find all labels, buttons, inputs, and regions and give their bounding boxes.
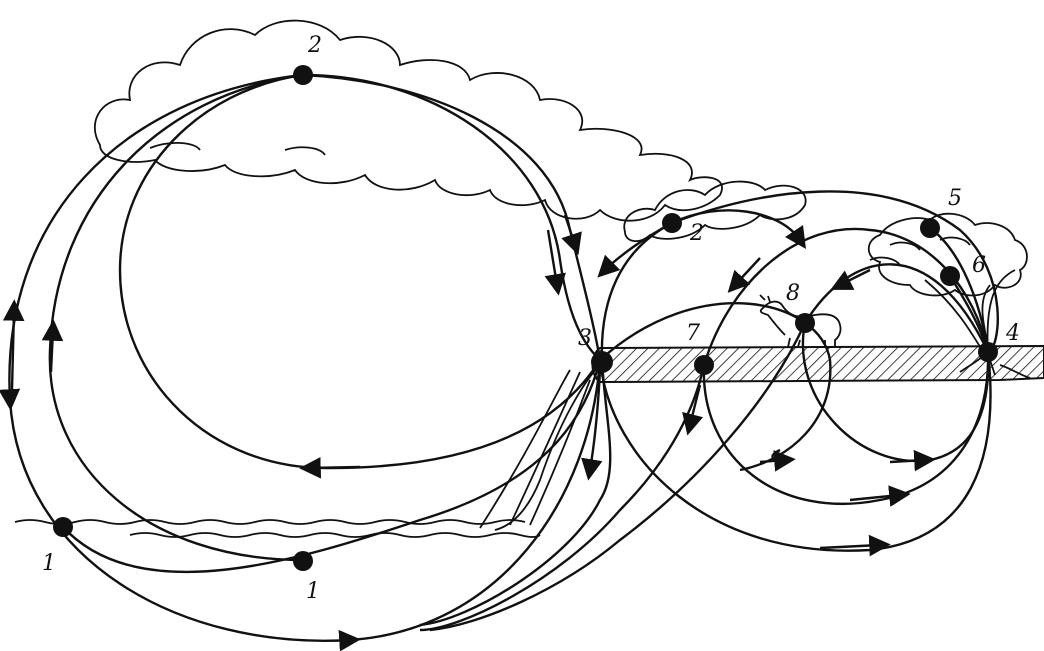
- node-sea-surface-center: [293, 551, 313, 571]
- node-tree-top: [920, 218, 940, 238]
- label-tree-mid: 6: [972, 253, 986, 278]
- label-tree-top: 5: [948, 186, 962, 211]
- node-tree-mid: [940, 266, 960, 286]
- label-sea-surface-left: 1: [42, 551, 56, 576]
- node-animal: [795, 313, 815, 333]
- label-cloud-top: 2: [307, 33, 322, 58]
- label-cloud-small: 2: [689, 221, 704, 246]
- sea-waves: [15, 520, 525, 524]
- node-ground-right: [978, 342, 998, 362]
- node-sea-surface-left: [53, 517, 73, 537]
- node-cloud-top: [293, 65, 313, 85]
- label-ground-right: 4: [1005, 321, 1020, 346]
- node-cloud-small: [662, 213, 682, 233]
- label-ground-left: 7: [686, 321, 700, 346]
- hatched-ground: [593, 346, 1044, 382]
- node-ground-left: [694, 355, 714, 375]
- label-cliff-edge: 3: [578, 326, 592, 351]
- node-cliff-edge: [591, 351, 613, 373]
- label-sea-surface-center: 1: [306, 579, 320, 604]
- label-animal: 8: [786, 281, 800, 306]
- cloud-icon: [95, 21, 722, 221]
